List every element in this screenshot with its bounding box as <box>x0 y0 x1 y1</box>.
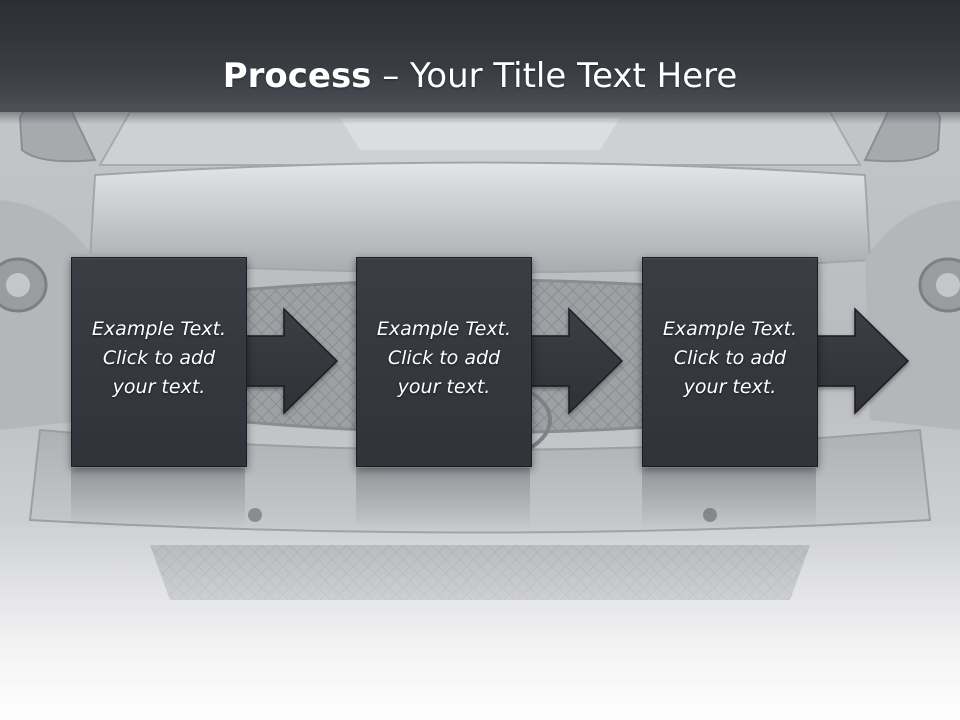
slide-title[interactable]: Process – Your Title Text Here <box>0 56 960 96</box>
step-line: Click to add <box>387 346 501 369</box>
slide-title-rest: – Your Title Text Here <box>371 56 738 96</box>
title-fade <box>0 104 960 124</box>
process-step-3[interactable]: Example Text. Click to add your text. <box>642 257 818 467</box>
slide-title-bold: Process <box>222 56 372 96</box>
arrow-right-icon <box>809 307 910 415</box>
step-3-text[interactable]: Example Text. Click to add your text. <box>650 315 810 402</box>
arrow-right-icon <box>524 307 624 415</box>
step-line: Example Text. <box>662 317 798 340</box>
step-line: your text. <box>397 375 491 398</box>
step-line: Example Text. <box>91 317 227 340</box>
step-line: your text. <box>112 375 206 398</box>
step-1-text[interactable]: Example Text. Click to add your text. <box>79 315 239 402</box>
process-step-1[interactable]: Example Text. Click to add your text. <box>71 257 247 467</box>
step-1-reflection <box>71 468 245 528</box>
step-3-reflection <box>642 468 816 528</box>
step-line: Example Text. <box>376 317 512 340</box>
step-line: Click to add <box>673 346 787 369</box>
step-line: Click to add <box>102 346 216 369</box>
step-2-reflection <box>356 468 530 528</box>
arrow-right-icon <box>239 307 339 415</box>
process-step-2[interactable]: Example Text. Click to add your text. <box>356 257 532 467</box>
step-2-text[interactable]: Example Text. Click to add your text. <box>364 315 524 402</box>
step-line: your text. <box>683 375 777 398</box>
title-band <box>0 0 960 112</box>
